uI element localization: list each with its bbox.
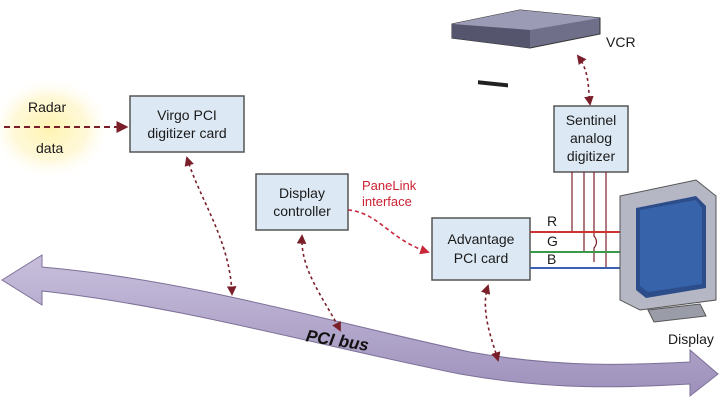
sentinel-label-2: analog [570, 130, 612, 146]
advantage-bus-connector [481, 284, 501, 362]
sentinel-vcr-connector [576, 54, 594, 106]
display-controller-bus-connector [296, 234, 341, 332]
sentinel-analog-digitizer-box: Sentinel analog digitizer [553, 105, 629, 173]
signal-label-r: R [547, 213, 557, 229]
display-controller-label-1: Display [279, 185, 325, 201]
virgo-label-1: Virgo PCI [157, 107, 217, 123]
vcr-label: VCR [606, 34, 636, 50]
sentinel-label-3: digitizer [567, 148, 616, 164]
monitor-icon [619, 179, 717, 323]
virgo-pci-digitizer-box: Virgo PCI digitizer card [129, 95, 245, 153]
display-controller-box: Display controller [255, 173, 349, 231]
vcr-icon [451, 9, 601, 88]
advantage-label-2: PCI card [454, 250, 508, 266]
virgo-label-2: digitizer card [147, 125, 226, 141]
display-controller-label-2: controller [273, 203, 331, 219]
signal-label-g: G [547, 233, 558, 249]
radar-data-label: data [36, 140, 63, 156]
advantage-label-1: Advantage [448, 231, 515, 247]
advantage-pci-card-box: Advantage PCI card [431, 217, 531, 281]
radar-label: Radar [28, 99, 66, 115]
display-label: Display [668, 331, 714, 347]
panelink-label-2: interface [362, 194, 412, 209]
sentinel-crossover [593, 172, 598, 262]
virgo-bus-connector [184, 156, 237, 296]
pci-bus [1, 254, 719, 398]
panelink-label-1: PaneLink [362, 178, 417, 193]
signal-label-b: B [547, 251, 556, 267]
panelink-connector [347, 209, 430, 255]
sentinel-label-1: Sentinel [566, 112, 617, 128]
